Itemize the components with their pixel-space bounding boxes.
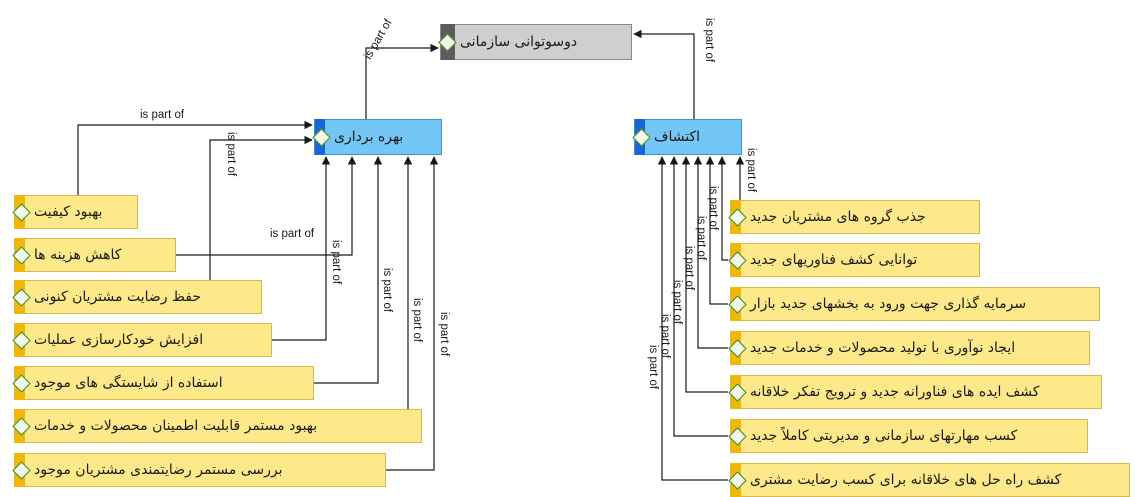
function-diamond-icon <box>312 127 331 147</box>
wire-exploitation-root <box>365 43 439 119</box>
relation-label-exploitation-leaf-6: is part of <box>411 298 423 343</box>
exploitation-leaf-7[interactable]: بررسی مستمر رضایتمندی مشتریان موجود <box>12 453 386 487</box>
function-diamond-icon <box>728 250 747 270</box>
exploration-leaf-label: سرمایه گذاری جهت ورود به بخشهای جدید باز… <box>750 296 1027 312</box>
exploration-leaf-label: کسب مهارتهای سازمانی و مدیریتی کاملاً جد… <box>750 428 1018 444</box>
relation-label-exploitation-leaf-2: is part of <box>270 228 315 240</box>
wire-exploitation-leaf-2 <box>176 156 357 256</box>
exploitation-leaf-label: افزایش خودکارسازی عملیات <box>34 332 204 348</box>
function-diamond-icon <box>438 32 457 52</box>
exploration-leaf-4[interactable]: ایجاد نوآوری با تولید محصولات و خدمات جد… <box>728 331 1090 365</box>
relation-label-exploitation-root: is part of <box>362 17 395 62</box>
function-diamond-icon <box>728 207 747 227</box>
relation-label-exploration-leaf-2: is part of <box>707 186 719 231</box>
exploitation-leaf-label: بهبود کیفیت <box>34 204 103 220</box>
relation-label-exploration-leaf-5: is part of <box>671 280 683 325</box>
wire-exploration-leaf-5 <box>681 156 728 393</box>
wire-exploration-leaf-4 <box>693 156 728 349</box>
wire-exploitation-leaf-3 <box>209 135 313 280</box>
exploration-leaf-3[interactable]: سرمایه گذاری جهت ورود به بخشهای جدید باز… <box>728 287 1100 321</box>
exploitation-node[interactable]: بهره برداری <box>312 119 442 155</box>
relation-label-exploration-root: is part of <box>703 18 715 63</box>
exploration-leaf-2[interactable]: توانایی کشف فناوریهای جدید <box>728 243 980 277</box>
wire-exploration-leaf-7 <box>657 156 728 481</box>
exploitation-leaf-label: بررسی مستمر رضایتمندی مشتریان موجود <box>34 462 283 478</box>
relation-label-exploration-leaf-7: is part of <box>647 345 659 390</box>
relation-label-exploitation-leaf-4: is part of <box>330 240 342 285</box>
wire-exploitation-leaf-5 <box>314 156 383 384</box>
exploitation-leaf-label: استفاده از شایستگی های موجود <box>34 375 223 391</box>
relation-label-exploitation-leaf-7: is part of <box>438 312 450 357</box>
relation-label-exploitation-leaf-1: is part of <box>140 109 185 121</box>
exploitation-leaf-3[interactable]: حفظ رضایت مشتریان کنونی <box>12 280 262 314</box>
exploration-leaf-1[interactable]: جذب گروه های مشتریان جدید <box>728 200 980 234</box>
root-label: دوسوتوانی سازمانی <box>460 34 578 50</box>
function-diamond-icon <box>632 127 651 147</box>
relation-label-exploration-leaf-3: is part of <box>695 216 707 261</box>
exploitation-leaf-label: حفظ رضایت مشتریان کنونی <box>34 289 202 305</box>
exploration-label: اکتشاف <box>654 129 701 145</box>
exploration-leaf-5[interactable]: کشف ایده های فناورانه جدید و ترویج تفکر … <box>728 375 1102 409</box>
function-diamond-icon <box>12 245 31 265</box>
wire-exploration-leaf-6 <box>669 156 728 437</box>
exploitation-leaf-5[interactable]: استفاده از شایستگی های موجود <box>12 366 314 400</box>
exploration-leaf-label: کشف راه حل های خلاقانه برای کسب رضایت مش… <box>750 472 1062 488</box>
exploitation-leaf-4[interactable]: افزایش خودکارسازی عملیات <box>12 323 272 357</box>
function-diamond-icon <box>12 202 31 222</box>
function-diamond-icon <box>728 470 747 490</box>
function-diamond-icon <box>12 330 31 350</box>
wire-exploitation-leaf-1 <box>77 120 313 195</box>
relation-label-exploitation-leaf-3: is part of <box>225 132 237 177</box>
exploration-leaf-label: ایجاد نوآوری با تولید محصولات و خدمات جد… <box>750 340 1016 356</box>
exploration-leaf-label: جذب گروه های مشتریان جدید <box>750 209 926 225</box>
wire-exploration-leaf-3 <box>705 156 728 305</box>
relation-label-exploration-leaf-4: is part of <box>683 246 695 291</box>
exploitation-leaf-label: بهبود مستمر قابلیت اطمینان محصولات و خدم… <box>34 418 318 434</box>
exploration-leaf-6[interactable]: کسب مهارتهای سازمانی و مدیریتی کاملاً جد… <box>728 419 1088 453</box>
function-diamond-icon <box>728 382 747 402</box>
exploitation-leaf-1[interactable]: بهبود کیفیت <box>12 195 138 229</box>
exploitation-leaf-6[interactable]: بهبود مستمر قابلیت اطمینان محصولات و خدم… <box>12 409 422 443</box>
relation-label-exploitation-leaf-5: is part of <box>381 268 393 313</box>
exploration-node[interactable]: اکتشاف <box>632 119 742 155</box>
function-diamond-icon <box>12 460 31 480</box>
root-node[interactable]: دوسوتوانی سازمانی <box>438 24 632 60</box>
wire-exploitation-leaf-7 <box>386 156 439 471</box>
exploration-leaf-label: توانایی کشف فناوریهای جدید <box>750 252 918 268</box>
wire-exploration-root <box>633 29 695 119</box>
function-diamond-icon <box>728 426 747 446</box>
wire-exploitation-leaf-4 <box>272 156 331 341</box>
exploitation-leaf-2[interactable]: کاهش هزینه ها <box>12 238 176 272</box>
function-diamond-icon <box>728 338 747 358</box>
relation-label-exploration-leaf-6: is part of <box>659 314 671 359</box>
exploitation-leaf-label: کاهش هزینه ها <box>34 247 122 263</box>
function-diamond-icon <box>12 373 31 393</box>
wire-exploration-leaf-2 <box>717 156 728 261</box>
exploration-leaf-7[interactable]: کشف راه حل های خلاقانه برای کسب رضایت مش… <box>728 463 1130 497</box>
exploitation-label: بهره برداری <box>334 129 404 145</box>
function-diamond-icon <box>12 416 31 436</box>
function-diamond-icon <box>12 287 31 307</box>
function-diamond-icon <box>728 294 747 314</box>
exploration-leaf-label: کشف ایده های فناورانه جدید و ترویج تفکر … <box>750 384 1040 400</box>
relation-label-exploration-leaf-1: is part of <box>745 148 757 193</box>
